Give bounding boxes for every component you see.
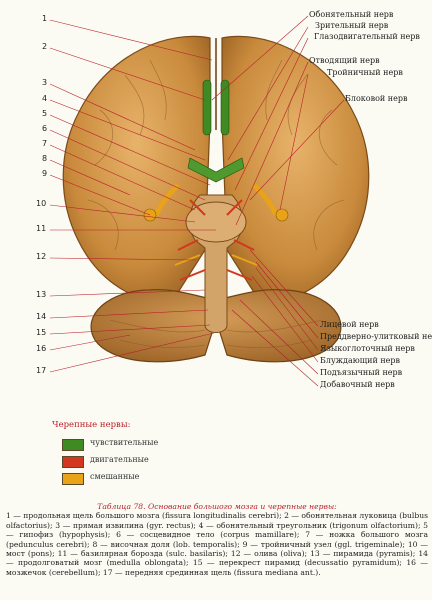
nerve-label: Добавочный нерв xyxy=(320,380,395,390)
nerve-label: Языкоглоточный нерв xyxy=(320,344,415,354)
label-number: 12 xyxy=(36,252,46,262)
caption-title: Таблица 78. Основание большого мозга и ч… xyxy=(6,502,428,511)
figure-caption: Таблица 78. Основание большого мозга и ч… xyxy=(6,502,428,577)
label-number: 9 xyxy=(42,169,47,179)
nerve-label: Лицевой нерв xyxy=(320,320,379,330)
legend-label: смешанные xyxy=(90,472,139,481)
nerve-label: Преддверно-улитковый нерв xyxy=(320,332,432,342)
legend-swatch xyxy=(62,439,84,451)
label-number: 14 xyxy=(36,312,46,322)
label-number: 2 xyxy=(42,42,47,52)
label-number: 17 xyxy=(36,366,46,376)
label-number: 13 xyxy=(36,290,46,300)
nerve-label: Тройничный нерв xyxy=(327,68,403,78)
nerve-label: Блоковой нерв xyxy=(345,94,407,104)
nerve-label: Глазодвигательный нерв xyxy=(314,32,420,42)
legend-label: чувствительные xyxy=(90,438,158,447)
label-number: 6 xyxy=(42,124,47,134)
nerve-label: Подъязычный нерв xyxy=(320,368,402,378)
label-number: 15 xyxy=(36,328,46,338)
label-number: 1 xyxy=(42,14,47,24)
nerve-label: Обонятельный нерв xyxy=(309,10,393,20)
legend-swatch xyxy=(62,473,84,485)
label-number: 11 xyxy=(36,224,46,234)
legend-title: Черепные нервы: xyxy=(52,420,130,430)
label-number: 16 xyxy=(36,344,46,354)
label-number: 8 xyxy=(42,154,47,164)
legend-swatch xyxy=(62,456,84,468)
left-hemisphere xyxy=(63,36,210,305)
label-number: 4 xyxy=(42,94,47,104)
nerve-label: Зрительный нерв xyxy=(315,21,388,31)
label-number: 3 xyxy=(42,78,47,88)
label-number: 5 xyxy=(42,109,47,119)
label-number: 7 xyxy=(42,139,47,149)
caption-text: 1 — продольная щель большого мозга (fiss… xyxy=(6,511,428,576)
nerve-label: Блуждающий нерв xyxy=(320,356,400,366)
legend-label: двигательные xyxy=(90,455,149,464)
label-number: 10 xyxy=(36,199,46,209)
nerve-label: Отводящий нерв xyxy=(309,56,380,66)
